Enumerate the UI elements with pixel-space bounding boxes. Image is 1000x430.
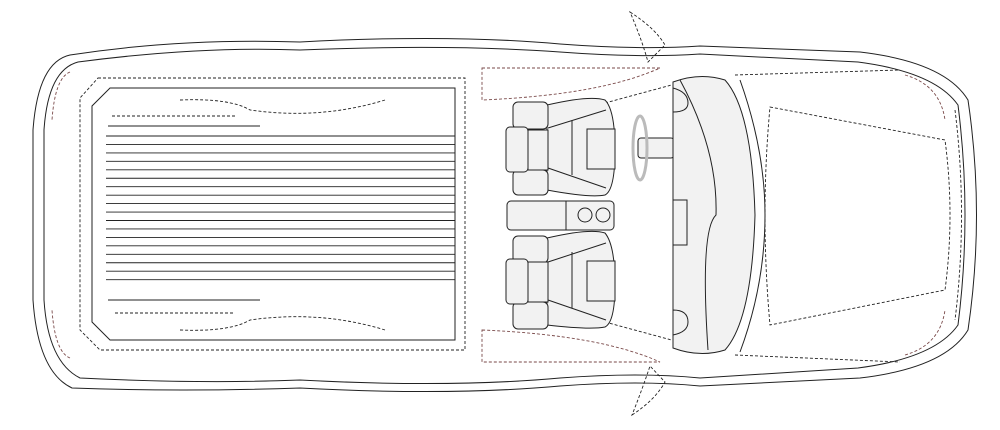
cargo-floor-lines	[106, 115, 455, 314]
center-console	[506, 200, 615, 231]
cup-holder-icon	[577, 207, 593, 223]
rear-corner-bottom	[51, 309, 71, 359]
front-corner-bottom	[904, 309, 946, 356]
dashboard	[672, 76, 756, 354]
hood-edge-bottom	[734, 354, 901, 363]
steering-wheel	[631, 114, 649, 182]
seat-right	[505, 230, 616, 330]
cargo-inner	[91, 87, 456, 341]
car-body-inner-outline	[43, 46, 966, 385]
seat-left	[505, 97, 616, 197]
steering-column	[637, 137, 675, 159]
door-panel-bottom	[481, 329, 661, 363]
front-edge	[954, 109, 962, 321]
door-panel-top	[481, 67, 661, 101]
front-corner-top	[904, 74, 946, 121]
cargo-area	[79, 77, 466, 351]
side-mirror-bottom	[631, 365, 666, 417]
car-body-outline	[32, 37, 977, 393]
cargo-curve-bottom	[179, 316, 386, 331]
cargo-curve-top	[179, 99, 386, 114]
side-mirror-top	[629, 10, 666, 63]
rear-corner-top	[51, 71, 71, 121]
cup-holder-icon	[595, 207, 611, 223]
hood-edge-top	[734, 69, 901, 76]
windshield	[764, 106, 951, 326]
